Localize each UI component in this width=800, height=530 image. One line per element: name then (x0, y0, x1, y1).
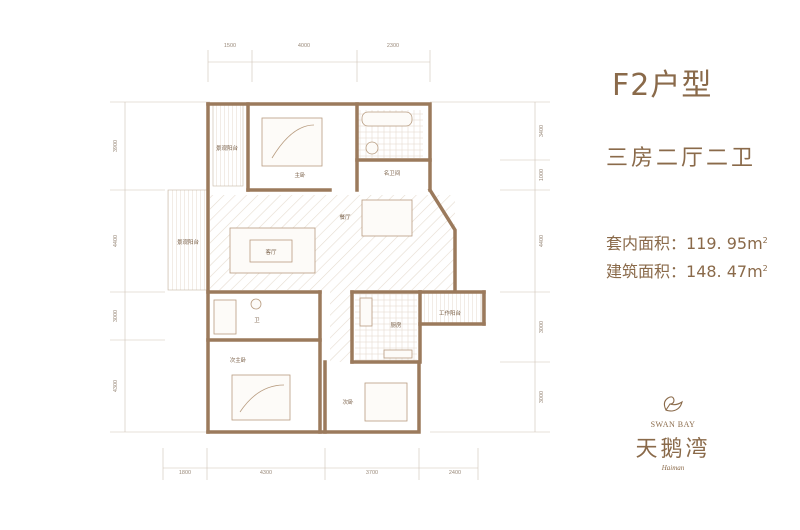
brand-logo: SWAN BAY 天鹅湾 Haiman (628, 392, 718, 472)
furniture (213, 111, 413, 422)
brand-chinese: 天鹅湾 (635, 437, 711, 462)
label-living: 客厅 (265, 248, 277, 256)
gross-area-unit: 2 (762, 264, 768, 273)
dim-top-2: 4000 (298, 43, 310, 49)
dim-right-4: 3000 (539, 321, 545, 333)
dim-bottom-1: 1800 (179, 470, 191, 476)
third-bed (364, 382, 408, 422)
dim-left-2: 4400 (113, 235, 119, 247)
dim-right-5: 3000 (539, 391, 545, 403)
label-kitchen: 厨房 (390, 321, 402, 329)
dim-left-4: 4300 (113, 380, 119, 392)
dim-right-3: 4400 (539, 235, 545, 247)
label-work-balcony: 工作阳台 (439, 309, 462, 317)
label-dining: 餐厅 (339, 213, 351, 221)
dim-top-3: 2300 (387, 43, 399, 49)
label-second-bed: 次主卧 (230, 356, 247, 364)
label-bathroom: 名卫间 (384, 169, 401, 177)
dim-bottom-2: 4300 (260, 470, 272, 476)
dim-bottom-3: 3700 (366, 470, 378, 476)
brand-script: Haiman (661, 464, 685, 472)
label-balcony-top: 景观阳台 (216, 144, 239, 152)
dim-top-1: 1500 (224, 43, 236, 49)
dim-right-2: 1000 (539, 169, 545, 181)
master-bed (261, 117, 323, 167)
brand-english: SWAN BAY (650, 420, 696, 429)
inner-area-value: 119. 95m (686, 234, 763, 253)
inner-area-label: 套内面积： (606, 234, 687, 253)
label-balcony-living: 景观阳台 (177, 238, 200, 246)
label-third-bed: 次卧 (342, 398, 354, 406)
gross-area-label: 建筑面积： (606, 262, 687, 281)
swan-icon (663, 396, 683, 412)
inner-area-unit: 2 (762, 236, 768, 245)
walls (206, 102, 486, 434)
label-bath2: 卫 (254, 317, 260, 324)
bathtub (361, 111, 413, 127)
dining-table (361, 199, 413, 237)
dim-bottom-4: 2400 (449, 470, 461, 476)
toilet (365, 141, 379, 155)
dim-left-1: 3900 (113, 140, 119, 152)
dim-left-3: 3000 (113, 310, 119, 322)
shower (213, 299, 237, 335)
floorplan-subtitle: 三房二厅二卫 (606, 146, 757, 171)
inner-area-line: 套内面积：119. 95m2 (606, 230, 768, 254)
second-bed (231, 374, 291, 421)
label-master-bed: 主卧 (294, 171, 306, 179)
floorplan-title: F2户型 (612, 68, 713, 103)
dimension-lines (110, 50, 550, 480)
dim-right-1: 3400 (539, 125, 545, 137)
gross-area-line: 建筑面积：148. 47m2 (606, 258, 768, 282)
floor-plan: 1500 4000 2300 1800 4300 3700 2400 3900 … (110, 43, 550, 480)
gross-area-value: 148. 47m (686, 262, 763, 281)
